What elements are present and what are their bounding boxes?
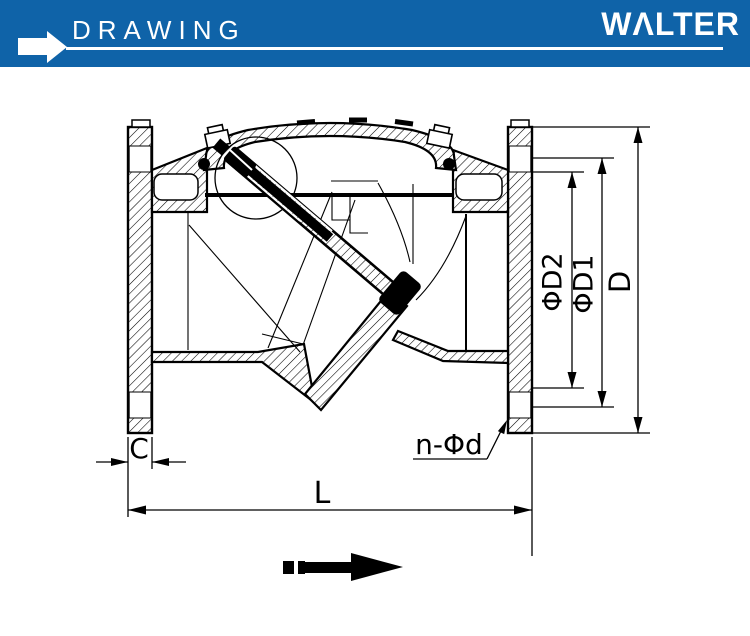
extension-lines-right	[532, 126, 650, 434]
bonnet-pocket-left	[153, 173, 199, 201]
dim-label-c: C	[129, 432, 149, 465]
hinge-pin	[223, 146, 257, 178]
swing-arm	[212, 138, 421, 315]
flow-direction-arrow	[283, 553, 403, 581]
dimension-arrowheads	[111, 127, 643, 515]
brand-logo: WΛLTER	[601, 6, 740, 42]
valve-body	[126, 119, 534, 435]
bonnet-pocket-right	[455, 173, 503, 201]
header-bar: DRAWING WΛLTER	[0, 0, 750, 67]
dim-label-l: L	[314, 476, 331, 511]
gasket-dot-right	[443, 158, 455, 170]
disc-nut	[379, 271, 421, 315]
bonnet-dome	[202, 121, 458, 172]
arrow-tip	[47, 31, 67, 63]
left-flange	[126, 119, 154, 435]
page-title: DRAWING	[72, 15, 246, 45]
header-rule	[66, 47, 723, 50]
dim-label-d1: ΦD1	[569, 254, 600, 313]
bonnet-rib-ticks	[296, 117, 414, 127]
bolt-note-label: n-Φd	[415, 428, 483, 461]
dim-label-d: D	[603, 271, 637, 293]
bonnet-bolt-right	[425, 123, 454, 150]
dim-label-d2: ΦD2	[538, 252, 569, 311]
arrow-shaft	[18, 38, 47, 55]
extension-lines-bottom	[127, 437, 533, 556]
bolt-note-leader	[486, 426, 504, 460]
body-bottom-left	[150, 342, 317, 406]
header-arrow-icon	[0, 0, 80, 67]
hinge-circle	[214, 136, 298, 220]
right-flange	[506, 119, 534, 435]
body-bottom-right	[391, 329, 510, 365]
internal-detail-lines	[187, 180, 467, 353]
gasket-dot-left	[198, 158, 210, 170]
hinge-bolt	[212, 138, 230, 156]
